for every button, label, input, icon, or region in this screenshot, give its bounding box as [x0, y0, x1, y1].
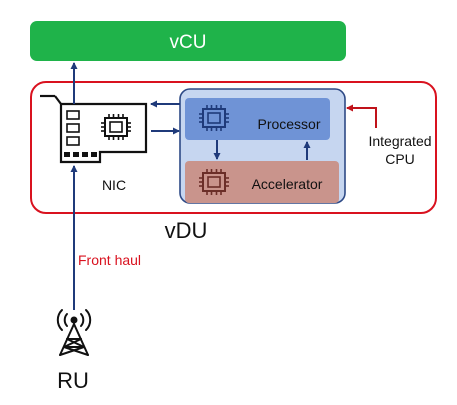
integrated-cpu-label-line2: CPU	[385, 151, 415, 167]
vdu-container	[30, 81, 437, 214]
processor-label: Processor	[257, 116, 320, 132]
integrated-cpu-label-line1: Integrated	[368, 133, 431, 149]
vdu-label: vDU	[165, 218, 208, 243]
accelerator-label: Accelerator	[252, 176, 323, 192]
vcu-box: vCU	[30, 21, 346, 61]
nic-card-icon	[40, 94, 148, 164]
processor-box: Processor	[185, 98, 330, 140]
vcu-label: vCU	[170, 32, 207, 53]
fronthaul-label: Front haul	[78, 252, 141, 268]
integrated-cpu-pointer-arrow	[346, 104, 377, 128]
nic-label: NIC	[102, 177, 126, 193]
ru-label: RU	[57, 368, 89, 393]
antenna-tower-icon	[56, 309, 92, 356]
accelerator-box: Accelerator	[185, 161, 339, 203]
